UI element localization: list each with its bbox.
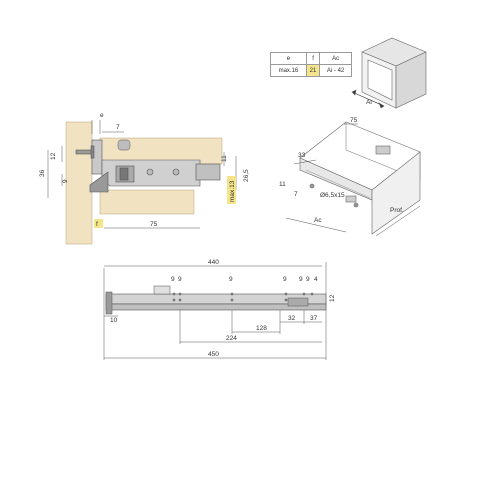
runner-profile [89,139,221,193]
runner-dim-440: 440 [208,259,219,266]
drawer-screw-spec: Ø6,5x15 [320,192,345,199]
spec-value-ac: Ai - 42 [319,64,352,77]
runner-dim-9c: 9 [229,276,233,283]
runner-dim-224: 224 [226,335,237,342]
dim-e: e [100,112,104,119]
drawer-label-ac: Ac [314,217,322,224]
runner-dim-32: 32 [288,315,296,322]
dim-36: 36 [39,169,46,177]
spec-table-row: max.16 21 Ai - 42 [270,64,352,77]
runner-dim-37: 37 [310,315,318,322]
drawer-bottom-panel [99,189,195,215]
dim-9: 9 [62,179,69,183]
label-f: f [96,221,98,228]
max13-highlight [227,176,236,204]
runner-front-stop [105,291,113,315]
drawer-label-prof: Prof. [390,207,404,214]
runner-dim-9d: 9 [283,276,287,283]
screw-icon [75,145,95,159]
runner-holes [172,292,314,302]
drawer-dim-11: 11 [279,181,286,188]
runner-dim-12: 12 [329,294,336,302]
clip-icon [117,139,131,151]
spec-table: e f Ac max.16 21 Ai - 42 [270,52,352,77]
dim-max13: max.13 [229,180,236,202]
drawer-dim-33: 33 [298,152,306,159]
dim-75-side: 75 [150,221,158,228]
runner-front-hook [153,285,171,295]
runner-dim-450: 450 [208,351,219,358]
runner-rear-bracket [287,297,309,307]
spec-value-f: 21 [305,64,321,77]
runner-dim-10: 10 [110,317,118,324]
dim-26-5: 26,5 [243,169,250,182]
runner-dim-9e: 9 [299,276,303,283]
cabinet-side-panel [65,121,93,245]
cabinet-isometric [351,37,427,109]
runner-dim-4: 4 [314,276,318,283]
cabinet-ai-label: Ai [366,99,372,106]
runner-dim-128: 128 [256,325,267,332]
runner-dim-9a: 9 [171,276,175,283]
runner-dim-9f: 9 [306,276,310,283]
dim-12: 12 [50,152,57,160]
spec-value-e: max.16 [270,64,307,77]
f-highlight [94,219,103,228]
spec-table-header: e f Ac [270,52,352,65]
runner-dim-9b: 9 [178,276,182,283]
side-section: e 7 12 36 9 75 26,5 11 max.13 f [39,112,250,245]
dim-11: 11 [221,155,228,162]
drawer-isometric [299,121,421,235]
runner-side-view: 440 9 9 9 9 9 9 4 12 10 128 32 37 224 45… [103,259,336,360]
drawer-dim-75: 75 [350,117,358,124]
dim-7: 7 [116,124,120,131]
drawer-dim-7: 7 [294,191,298,198]
